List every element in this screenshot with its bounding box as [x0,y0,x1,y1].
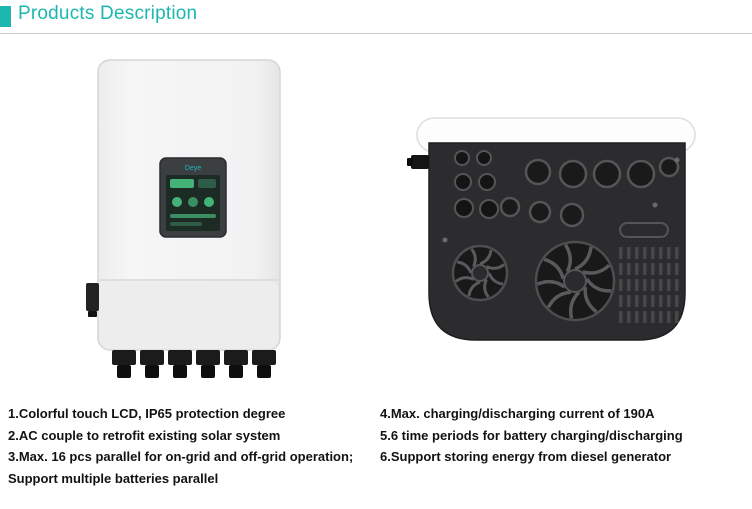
antenna-knob [411,155,429,169]
brand-logo-text: Deye [185,165,201,172]
lower-panel [99,281,279,349]
screw [442,237,448,243]
page-header: Products Description [0,0,752,34]
feature-item: 5.6 time periods for battery charging/di… [380,427,683,443]
feature-item: 3.Max. 16 pcs parallel for on-grid and o… [8,449,354,464]
medium-cable-glands [499,196,585,228]
feature-item: 1.Colorful touch LCD, IP65 protection de… [8,406,286,421]
feature-item-continuation: Support multiple batteries parallel [8,470,219,486]
feature-column-left: 1.Colorful touch LCD, IP65 protection de… [8,403,373,489]
inverter-bottom-view-image [407,117,696,341]
feature-item: 2.AC couple to retrofit existing solar s… [8,427,281,443]
screw [652,202,658,208]
feature-item: 6.Support storing energy from diesel gen… [380,449,672,464]
cooling-fan-large [534,240,616,322]
lcd-screen-module: Deye [159,157,227,238]
inverter-front-view-image: Deye [86,59,281,378]
side-antenna-tip [88,311,97,317]
feature-column-right: 4.Max. charging/discharging current of 1… [380,403,745,468]
bottom-connectors [112,350,276,378]
screw [674,157,680,163]
recessed-handle [619,222,669,238]
header-accent-square [0,6,11,27]
side-antenna-module [86,283,99,311]
large-cable-glands [524,156,680,189]
feature-item: 4.Max. charging/discharging current of 1… [380,406,655,421]
small-cable-glands [454,150,499,219]
header-divider [0,33,752,34]
cooling-fan-small [451,244,509,302]
antenna-tip [407,158,413,166]
page-title: Products Description [18,3,198,24]
